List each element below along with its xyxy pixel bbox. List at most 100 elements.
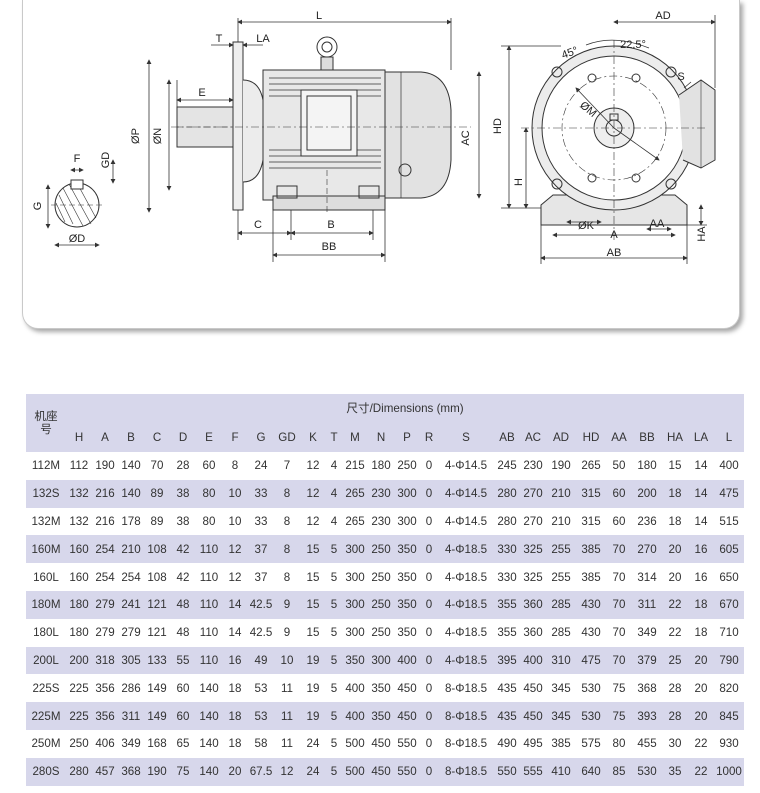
- table-cell: 15: [300, 535, 326, 564]
- column-header: HA: [662, 422, 688, 452]
- column-header: AC: [520, 422, 546, 452]
- table-cell: 70: [606, 563, 632, 591]
- table-cell: 225: [66, 674, 92, 703]
- column-header: L: [714, 422, 744, 452]
- column-header: H: [66, 422, 92, 452]
- table-cell: 265: [576, 452, 606, 480]
- table-cell: 356: [92, 674, 118, 703]
- column-header: HD: [576, 422, 606, 452]
- table-cell: 67.5: [248, 757, 274, 786]
- table-cell: 70: [144, 452, 170, 480]
- dim-label-S: S: [677, 71, 684, 83]
- table-cell: 4-Φ18.5: [438, 646, 494, 675]
- table-cell: 8-Φ18.5: [438, 729, 494, 758]
- table-cell: 300: [394, 479, 420, 508]
- table-cell: 315: [576, 479, 606, 508]
- frame-size-header: 机座号: [26, 394, 66, 452]
- table-cell: 270: [520, 507, 546, 536]
- table-cell: 15: [300, 590, 326, 619]
- table-cell: 18: [662, 507, 688, 536]
- table-cell: 9: [274, 618, 300, 647]
- table-cell: 60: [606, 479, 632, 508]
- table-cell: 133: [144, 646, 170, 675]
- table-cell: 8: [274, 563, 300, 591]
- table-cell: 65: [170, 729, 196, 758]
- frame-size-cell: 132S: [26, 479, 66, 508]
- table-cell: 250: [394, 452, 420, 480]
- table-cell: 60: [170, 702, 196, 730]
- column-header: A: [92, 422, 118, 452]
- table-cell: 12: [274, 757, 300, 786]
- table-cell: 450: [368, 757, 394, 786]
- table-cell: 19: [300, 702, 326, 730]
- table-cell: 35: [662, 757, 688, 786]
- table-cell: 89: [144, 479, 170, 508]
- table-cell: 4: [326, 507, 342, 536]
- shaft-key-section: [45, 159, 116, 248]
- table-cell: 210: [546, 479, 576, 508]
- dim-label-HD: HD: [492, 118, 504, 134]
- table-cell: 8: [274, 507, 300, 536]
- table-cell: 22: [688, 757, 714, 786]
- table-cell: 250: [368, 535, 394, 564]
- column-header: R: [420, 422, 438, 452]
- table-cell: 149: [144, 702, 170, 730]
- dim-label-E: E: [198, 87, 205, 99]
- table-cell: 315: [576, 507, 606, 536]
- table-cell: 385: [546, 729, 576, 758]
- table-cell: 640: [576, 757, 606, 786]
- table-cell: 18: [222, 729, 248, 758]
- table-cell: 18: [222, 674, 248, 703]
- table-cell: 790: [714, 646, 744, 675]
- table-cell: 16: [688, 563, 714, 591]
- dim-label-B: B: [327, 219, 334, 231]
- table-cell: 53: [248, 702, 274, 730]
- table-cell: 15: [300, 563, 326, 591]
- table-cell: 350: [394, 618, 420, 647]
- table-cell: 8: [274, 535, 300, 564]
- table-cell: 20: [688, 674, 714, 703]
- column-header: M: [342, 422, 368, 452]
- table-cell: 670: [714, 590, 744, 619]
- table-cell: 311: [118, 702, 144, 730]
- table-cell: 140: [118, 452, 144, 480]
- table-cell: 345: [546, 702, 576, 730]
- table-cell: 37: [248, 563, 274, 591]
- table-cell: 230: [520, 452, 546, 480]
- table-cell: 385: [576, 535, 606, 564]
- dim-label-C: C: [254, 219, 262, 231]
- table-cell: 5: [326, 618, 342, 647]
- frame-size-cell: 160L: [26, 563, 66, 591]
- dim-label-T: T: [216, 33, 223, 45]
- table-cell: 216: [92, 479, 118, 508]
- table-cell: 48: [170, 618, 196, 647]
- table-cell: 28: [170, 452, 196, 480]
- table-cell: 108: [144, 535, 170, 564]
- table-cell: 8-Φ18.5: [438, 702, 494, 730]
- table-cell: 180: [368, 452, 394, 480]
- table-cell: 110: [196, 646, 222, 675]
- table-cell: 310: [546, 646, 576, 675]
- table-cell: 530: [576, 702, 606, 730]
- table-cell: 555: [520, 757, 546, 786]
- table-cell: 350: [394, 590, 420, 619]
- table-cell: 132: [66, 479, 92, 508]
- dim-label-F: F: [74, 153, 81, 165]
- table-cell: 0: [420, 702, 438, 730]
- table-cell: 25: [662, 646, 688, 675]
- table-cell: 350: [394, 563, 420, 591]
- table-cell: 28: [662, 674, 688, 703]
- column-header: AB: [494, 422, 520, 452]
- table-cell: 355: [494, 618, 520, 647]
- table-cell: 18: [222, 702, 248, 730]
- frame-size-cell: 160M: [26, 535, 66, 564]
- table-cell: 300: [342, 535, 368, 564]
- table-cell: 49: [248, 646, 274, 675]
- table-cell: 11: [274, 729, 300, 758]
- table-cell: 4-Φ14.5: [438, 507, 494, 536]
- table-cell: 14: [688, 507, 714, 536]
